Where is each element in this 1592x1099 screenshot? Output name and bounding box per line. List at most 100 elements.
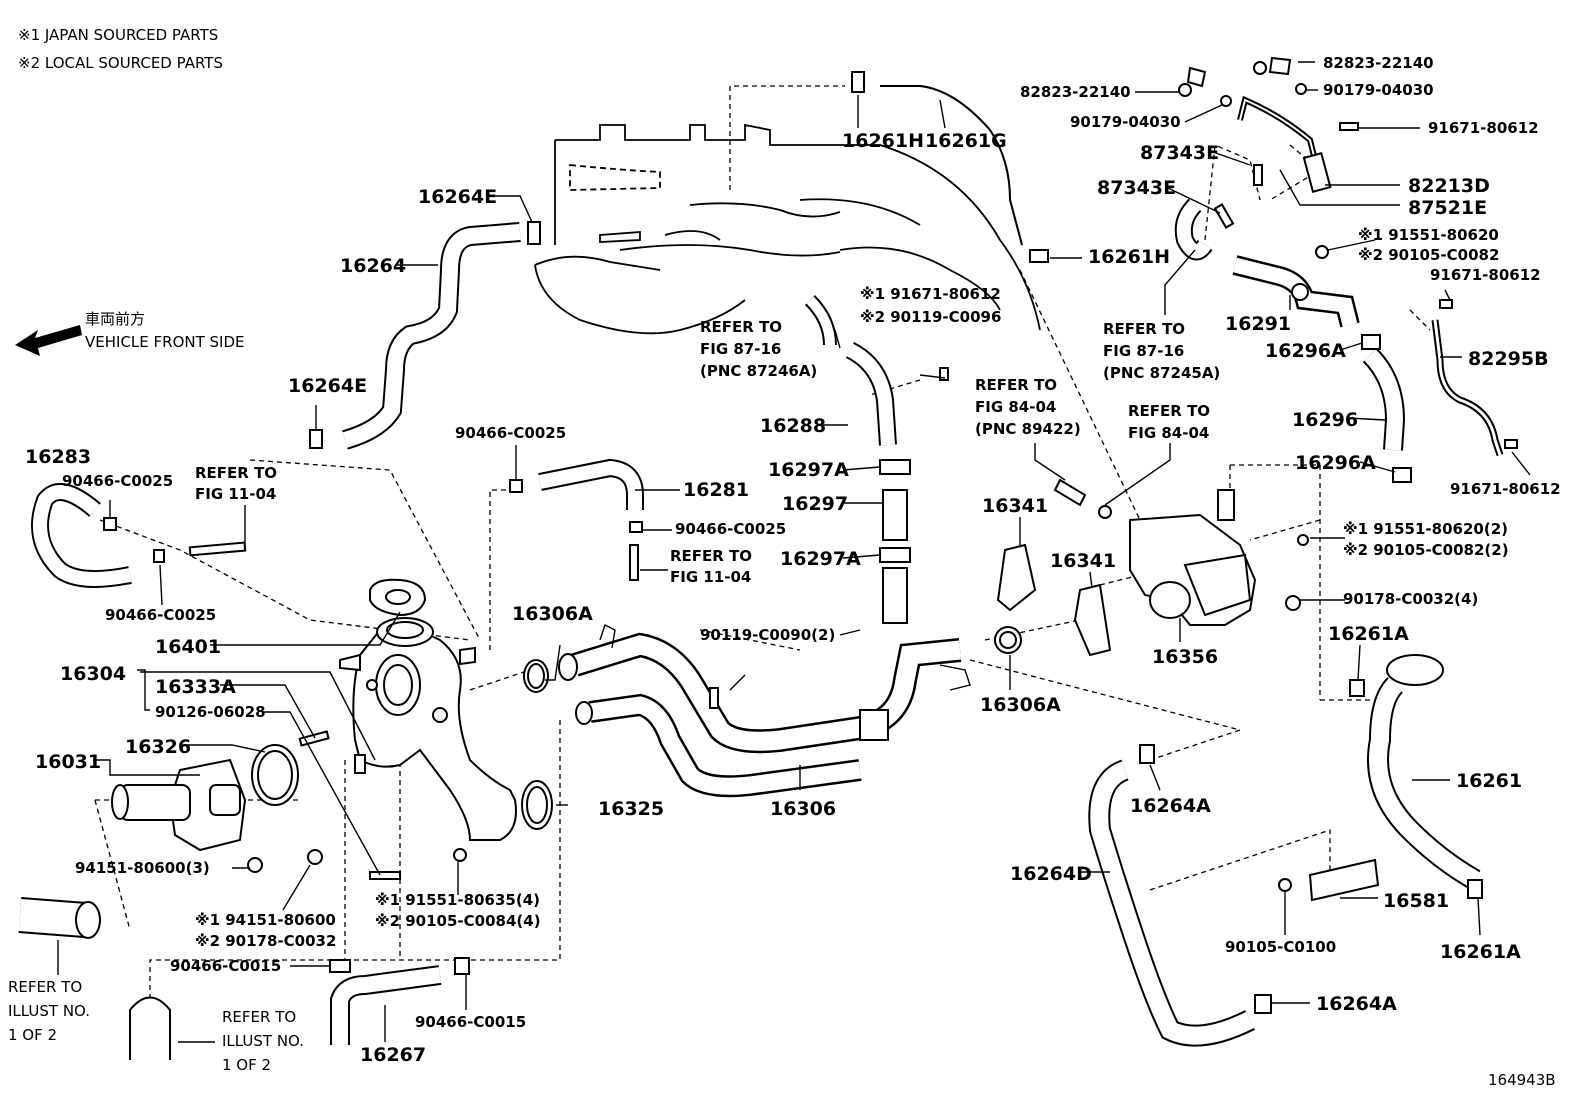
- direction-en: VEHICLE FRONT SIDE: [85, 333, 245, 351]
- note-local: ※2 LOCAL SOURCED PARTS: [18, 54, 223, 72]
- part-label: 87343E: [1140, 142, 1219, 164]
- ref-text: (PNC 87245A): [1103, 364, 1220, 382]
- part-label: 82823-22140: [1020, 83, 1131, 101]
- gasket-16341-b: [1073, 583, 1112, 657]
- part-label: 90466-C0025: [62, 472, 173, 490]
- part-label: 16304: [60, 663, 126, 685]
- ref-text: (PNC 89422): [975, 420, 1081, 438]
- note-japan: ※1 JAPAN SOURCED PARTS: [18, 26, 218, 44]
- part-label: 16401: [155, 636, 221, 658]
- ref-text: REFER TO: [8, 978, 82, 996]
- part-label: 16261H: [842, 130, 924, 152]
- part-label: ※1 94151-80600: [195, 911, 336, 929]
- part-label: 16264A: [1130, 795, 1211, 817]
- notes: ※1 JAPAN SOURCED PARTS ※2 LOCAL SOURCED …: [18, 26, 1556, 1089]
- part-label: 90178-C0032(4): [1343, 590, 1478, 608]
- part-label: 91671-80612: [1450, 480, 1561, 498]
- part-label: ※1 91551-80620(2): [1343, 520, 1508, 538]
- part-label: ※2 90105-C0084(4): [375, 912, 541, 930]
- part-label: 90466-C0015: [170, 957, 281, 975]
- part-label: 82823-22140: [1323, 54, 1434, 72]
- part-label: 16288: [760, 415, 826, 437]
- part-label: 16264E: [418, 186, 497, 208]
- part-label: 82213D: [1408, 175, 1490, 197]
- part-label: 87521E: [1408, 197, 1487, 219]
- part-label: 16356: [1152, 646, 1218, 668]
- part-label: 90179-04030: [1323, 81, 1434, 99]
- part-label: 90466-C0025: [105, 606, 216, 624]
- part-label: ※2 90178-C0032: [195, 932, 336, 950]
- ref-text: FIG 11-04: [195, 485, 276, 503]
- ref-text: REFER TO: [975, 376, 1057, 394]
- ref-text: ILLUST NO.: [8, 1002, 90, 1020]
- part-label: 16297A: [780, 548, 861, 570]
- part-label: 16264D: [1010, 863, 1092, 885]
- part-label: 87343E: [1097, 177, 1176, 199]
- part-label: 16297A: [768, 459, 849, 481]
- ref-text: (PNC 87246A): [700, 362, 817, 380]
- part-label: 90126-06028: [155, 703, 266, 721]
- ref-text: FIG 87-16: [1103, 342, 1184, 360]
- part-label: 16581: [1383, 890, 1449, 912]
- part-label: 16296: [1292, 409, 1358, 431]
- part-label: 16264A: [1316, 993, 1397, 1015]
- part-label: 16261A: [1440, 941, 1521, 963]
- water-housing-16304: [111, 541, 1022, 880]
- ref-text: FIG 87-16: [700, 340, 781, 358]
- ref-text: FIG 84-04: [1128, 424, 1209, 442]
- part-label: 90466-C0025: [675, 520, 786, 538]
- part-label: 16341: [982, 495, 1048, 517]
- front-arrow-icon: [15, 325, 82, 356]
- part-label: 16326: [125, 736, 191, 758]
- part-label: 16264: [340, 255, 406, 277]
- ref-text: 1 OF 2: [8, 1026, 57, 1044]
- part-label: ※1 91551-80620: [1358, 226, 1499, 244]
- part-label: ※2 90105-C0082: [1358, 246, 1499, 264]
- part-label: 16325: [598, 798, 664, 820]
- intake-manifold-outline: [534, 123, 1041, 335]
- direction-jp: 車両前方: [85, 310, 145, 328]
- part-label: 16333A: [155, 676, 236, 698]
- part-label: ※2 90105-C0082(2): [1343, 541, 1509, 559]
- part-label: 16296A: [1295, 452, 1376, 474]
- leader-lines: [57, 61, 1531, 1043]
- part-labels: 16261H 16261G 16264E 16264 16264E 16283 …: [8, 54, 1561, 1074]
- clamps: [103, 71, 1483, 1014]
- dashed-leaders: [94, 85, 1431, 1060]
- part-label: 82295B: [1468, 348, 1549, 370]
- part-label: 16296A: [1265, 340, 1346, 362]
- part-label: 16291: [1225, 313, 1291, 335]
- part-label: 91671-80612: [1428, 119, 1539, 137]
- part-label: 16261A: [1328, 623, 1409, 645]
- part-label: 16281: [683, 479, 749, 501]
- part-label: 16341: [1050, 550, 1116, 572]
- part-label: 16031: [35, 751, 101, 773]
- part-label: 16306A: [980, 694, 1061, 716]
- part-label: 16261: [1456, 770, 1522, 792]
- ref-text: REFER TO: [670, 547, 752, 565]
- water-outlet-16356: [996, 478, 1309, 657]
- ref-text: REFER TO: [222, 1008, 296, 1026]
- part-label: 16306A: [512, 603, 593, 625]
- part-label: 16267: [360, 1044, 426, 1066]
- ref-text: REFER TO: [195, 464, 277, 482]
- ref-text: 1 OF 2: [222, 1056, 271, 1074]
- ref-text: FIG 11-04: [670, 568, 751, 586]
- part-label: ※2 90119-C0096: [860, 308, 1001, 326]
- part-label: 90466-C0025: [455, 424, 566, 442]
- part-label: 16297: [782, 493, 848, 515]
- bracket-16581: [1308, 858, 1380, 902]
- ref-text: ILLUST NO.: [222, 1032, 304, 1050]
- part-label: 16261H: [1088, 246, 1170, 268]
- part-label: 94151-80600(3): [75, 859, 210, 877]
- part-label: 16261G: [925, 130, 1007, 152]
- diagram-id: 164943B: [1488, 1071, 1556, 1089]
- ref-text: FIG 84-04: [975, 398, 1056, 416]
- part-label: 90466-C0015: [415, 1013, 526, 1031]
- part-label: 90179-04030: [1070, 113, 1181, 131]
- part-label: 16283: [25, 446, 91, 468]
- hoses: [18, 85, 1504, 1060]
- ref-text: REFER TO: [1128, 402, 1210, 420]
- part-label: ※1 91551-80635(4): [375, 891, 540, 909]
- gasket-16341-a: [996, 543, 1037, 612]
